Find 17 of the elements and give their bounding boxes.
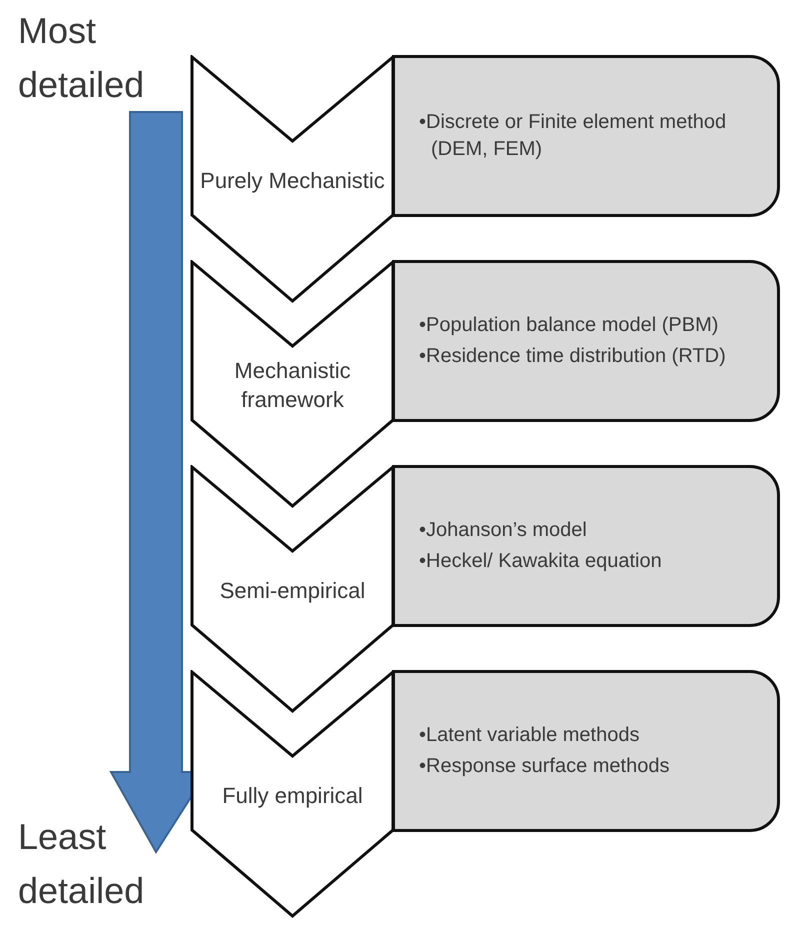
method-box [392,670,780,832]
level-label: Fully empirical [222,782,363,810]
level-label: Semi-empirical [220,576,366,604]
method-box [392,260,780,422]
level-label: Mechanistic framework [233,357,352,414]
bullet-item: •Residence time distribution (RTD) [419,344,727,369]
bullet-item: •Johanson’s model [419,518,588,543]
axis-label: Most detailed [18,9,146,107]
method-box [392,55,780,217]
bullet-item: •Discrete or Finite element method (DEM, FEM) [419,110,728,162]
bullet-item: •Heckel/ Kawakita equation [419,549,663,574]
level-label: Purely Mechanistic [200,166,385,194]
bullet-item: •Population balance model (PBM) [419,313,720,338]
bullet-item: •Response surface methods [419,754,670,779]
bullet-item: •Latent variable methods [419,723,640,748]
axis-label: Least detailed [18,815,146,913]
method-box [392,465,780,627]
